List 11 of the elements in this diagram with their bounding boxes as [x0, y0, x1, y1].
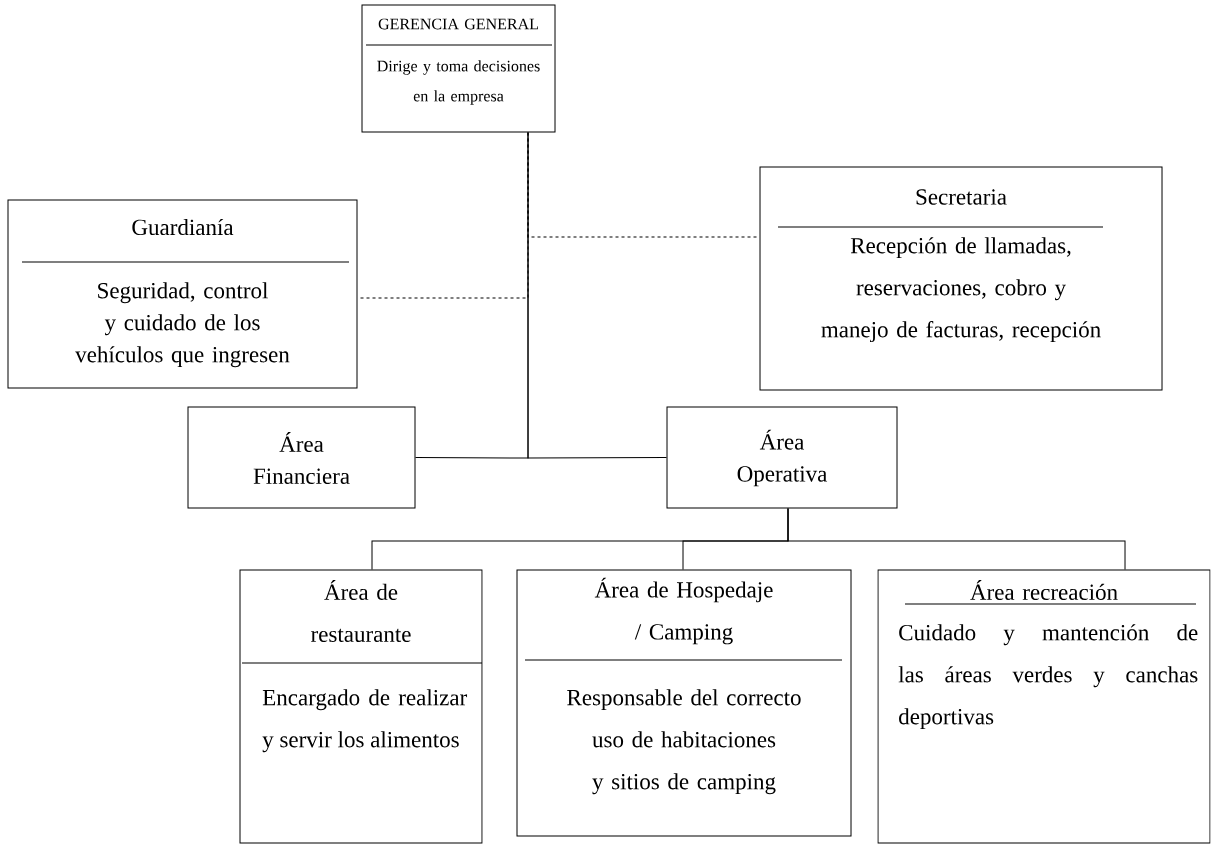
org-box: Área de restaurante Encargado de realizar y servir los alimentos — [239, 569, 483, 844]
org-box: Área de Hospedaje / Camping Responsable del correcto uso de habitaciones y sitios de camping — [516, 569, 852, 837]
connector-line — [527, 132, 760, 238]
org-box: Área recreación Cuidado y mantención de las áreas verdes y canchas deportivas — [877, 569, 1211, 844]
org-box: Secretaria Recepción de llamadas, reservaciones, cobro y manejo de facturas, recepción — [759, 166, 1163, 391]
connector-line — [527, 132, 667, 459]
org-box: Área Operativa — [666, 406, 898, 509]
org-box: Área Financiera — [187, 406, 416, 509]
org-box: GERENCIA GENERAL Dirige y toma decisiones en la empresa — [361, 4, 556, 133]
connector-line — [787, 508, 1126, 570]
org-box: Guardianía Seguridad, control y cuidado de los vehículos que ingresen — [7, 199, 358, 389]
